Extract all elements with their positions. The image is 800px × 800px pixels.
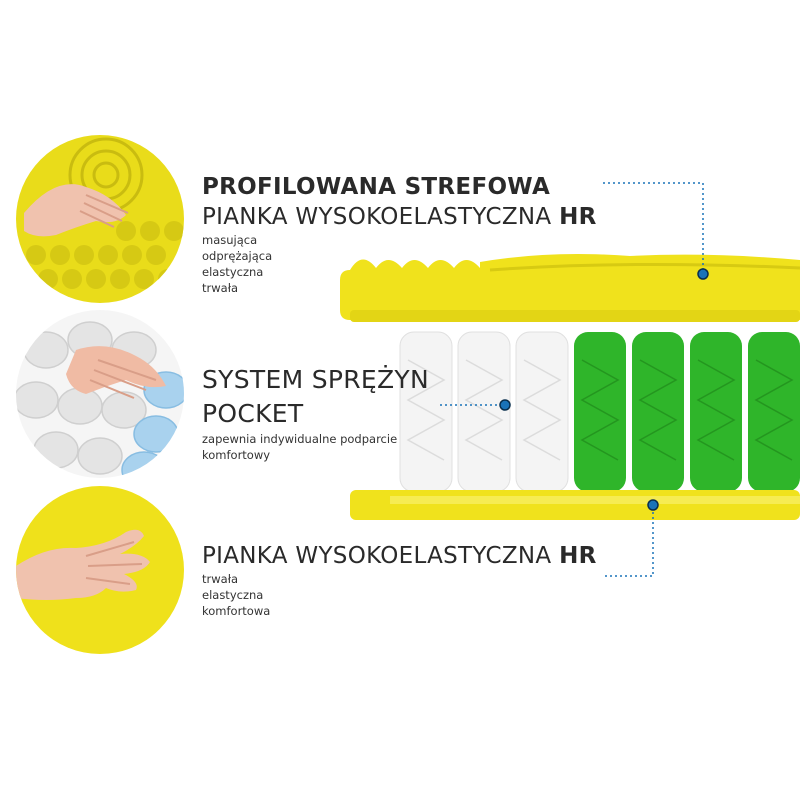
section-title-line2: POCKET — [202, 399, 304, 428]
section-profiled-foam: PROFILOWANA STREFOWA PIANKA WYSOKOELASTY… — [202, 172, 597, 296]
section-title-line2: PIANKA WYSOKOELASTYCZNA HR — [202, 202, 597, 232]
feature-item: odprężająca — [202, 249, 273, 263]
profiled-foam-photo — [16, 135, 184, 303]
green-pocket-springs — [574, 332, 800, 492]
section-title-line1: PROFILOWANA STREFOWA — [202, 174, 551, 200]
feature-item: komfortowy — [202, 448, 271, 462]
section-title-line1: PIANKA WYSOKOELASTYCZNA HR — [202, 541, 597, 571]
feature-item: komfortowa — [202, 604, 271, 618]
title-bold-suffix: HR — [559, 204, 597, 230]
pocket-springs-photo — [16, 310, 184, 478]
hr-foam-photo — [16, 486, 184, 654]
feature-item: zapewnia indywidualne podparcie — [202, 432, 398, 446]
mattress-cross-section — [340, 254, 800, 520]
section-pocket-springs: SYSTEM SPRĘŻYN POCKET zapewnia indywidua… — [202, 363, 429, 463]
top-foam-layer — [340, 254, 800, 322]
feature-item: masująca — [202, 233, 258, 247]
title-bold-suffix: HR — [559, 543, 597, 569]
white-pocket-springs — [399, 331, 569, 493]
feature-item: trwała — [202, 572, 239, 586]
section-title-line1: SYSTEM SPRĘŻYN — [202, 365, 430, 394]
title-text: PIANKA WYSOKOELASTYCZNA — [202, 543, 552, 569]
feature-item: elastyczna — [202, 265, 264, 279]
section-hr-foam: PIANKA WYSOKOELASTYCZNA HR trwała elasty… — [202, 541, 597, 619]
feature-item: elastyczna — [202, 588, 264, 602]
feature-item: trwała — [202, 281, 239, 295]
title-text: PIANKA WYSOKOELASTYCZNA — [202, 204, 552, 230]
bottom-foam-layer — [350, 490, 800, 520]
